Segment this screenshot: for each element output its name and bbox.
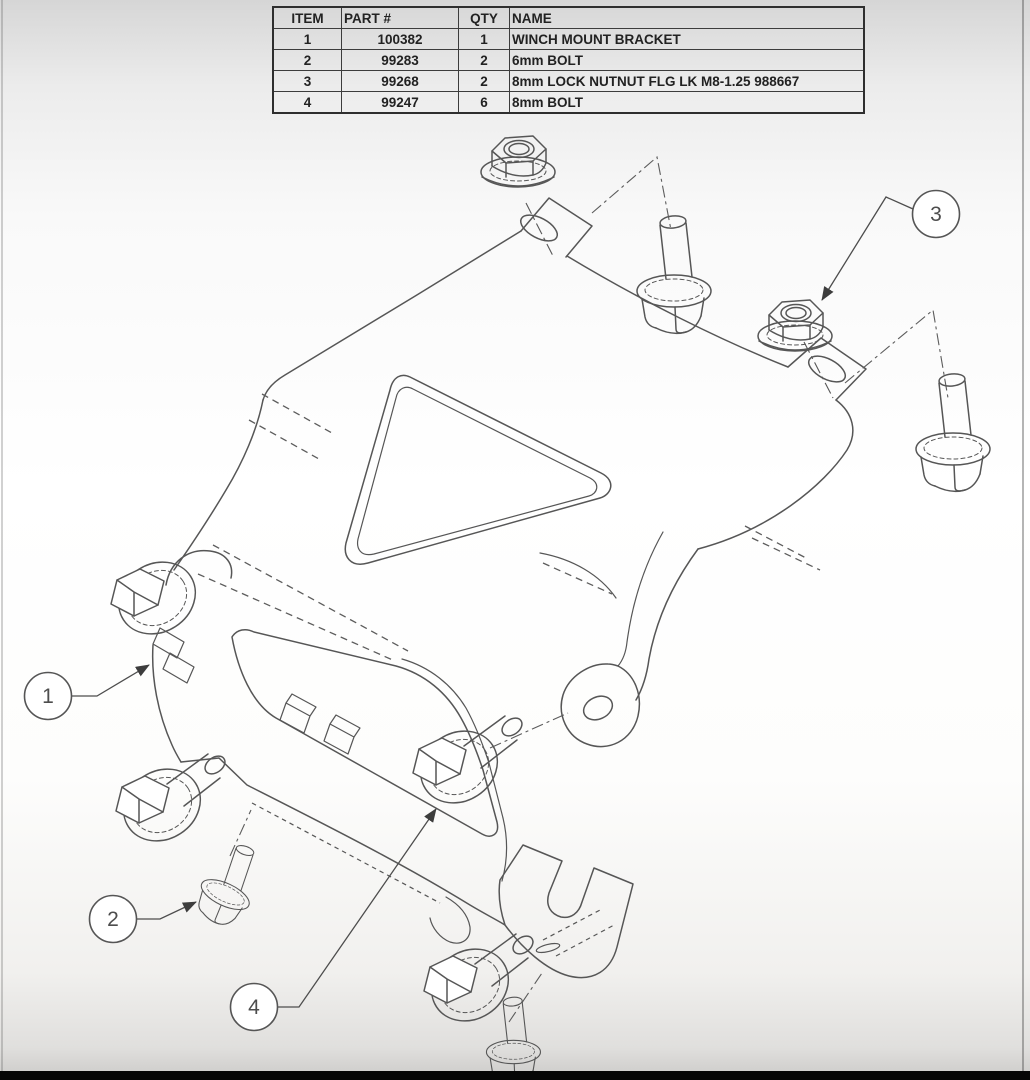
parts-table-header-row: ITEM PART # QTY NAME — [272, 6, 865, 29]
callout-balloon-3 — [911, 189, 961, 239]
table-row: 2 99283 2 6mm BOLT — [272, 49, 865, 71]
8mm-bolt-bottom — [417, 931, 538, 1037]
table-row: 3 99268 2 8mm LOCK NUTNUT FLG LK M8-1.25… — [272, 70, 865, 92]
6mm-bolt-left — [188, 834, 272, 933]
flange-lock-nut-top — [480, 135, 556, 188]
callout-label-4: 4 — [248, 996, 260, 1019]
left-slot — [152, 627, 185, 659]
front-face-opening — [231, 628, 499, 837]
col-header-part: PART # — [341, 6, 459, 29]
leader-1 — [71, 664, 150, 697]
right-slot-centerline — [803, 341, 834, 399]
frame-edge-right — [1022, 0, 1024, 1080]
letterbox-bottom-bar — [0, 1071, 1030, 1080]
triangular-cutout — [344, 374, 612, 565]
bottom-fork-tab — [498, 844, 634, 979]
callout-label-3: 3 — [930, 203, 942, 226]
cell-part: 99247 — [341, 91, 459, 114]
leader-3 — [821, 196, 914, 301]
top-tab-slot — [519, 214, 559, 242]
left-ear — [165, 549, 233, 586]
winch-mount-bracket-outline — [151, 197, 867, 979]
callouts: 1 2 3 4 — [23, 189, 961, 1032]
front-opening-tabs — [279, 693, 361, 755]
side-lobe — [560, 663, 640, 748]
8mm-bolt-right — [915, 371, 991, 493]
flange-lock-nut-right — [757, 299, 833, 352]
bend-lines — [197, 393, 821, 662]
cell-part: 99268 — [341, 70, 459, 92]
hidden-bottom-edge — [251, 802, 441, 904]
assembly-centerlines — [229, 155, 949, 1023]
cell-qty: 6 — [458, 91, 510, 114]
cell-qty: 2 — [458, 70, 510, 92]
leader-2 — [136, 901, 197, 920]
table-row: 4 99247 6 8mm BOLT — [272, 91, 865, 114]
rounded-edge-cap — [429, 896, 471, 944]
side-lobe-hole — [582, 695, 614, 721]
8mm-bolt-left-installed — [104, 546, 210, 650]
8mm-bolt-lower-left — [109, 751, 230, 857]
frame-edge-left — [1, 0, 3, 1080]
cell-name: 8mm BOLT — [509, 91, 865, 114]
table-row: 1 100382 1 WINCH MOUNT BRACKET — [272, 28, 865, 50]
callout-balloon-1 — [23, 671, 73, 721]
right-tab — [787, 337, 867, 401]
leader-4 — [277, 808, 437, 1008]
top-tab — [520, 197, 593, 258]
cell-name: 8mm LOCK NUTNUT FLG LK M8-1.25 988667 — [509, 70, 865, 92]
callout-label-2: 2 — [107, 908, 119, 931]
parts-table: ITEM PART # QTY NAME 1 100382 1 WINCH MO… — [272, 6, 865, 114]
col-header-qty: QTY — [458, 6, 510, 29]
callout-balloon-4 — [229, 982, 279, 1032]
top-slot-centerline — [525, 202, 554, 257]
callout-balloon-2 — [88, 894, 138, 944]
callout-label-1: 1 — [42, 685, 54, 708]
left-slot — [162, 652, 195, 684]
cell-item: 4 — [272, 91, 342, 114]
